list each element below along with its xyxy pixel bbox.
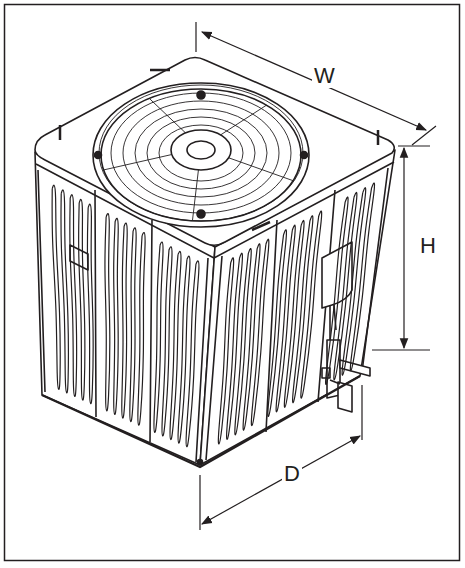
frame-border	[5, 5, 460, 561]
grille-ring	[135, 109, 267, 197]
dimension-label: D	[282, 462, 302, 486]
fan-hub	[187, 141, 215, 159]
grille-ring	[147, 117, 255, 189]
fan-guard	[101, 89, 301, 221]
louver-slot	[342, 188, 366, 376]
louver-slot	[326, 197, 348, 384]
extension-line	[200, 385, 362, 530]
dimension-label: H	[418, 234, 438, 258]
fan-spoke	[149, 98, 185, 132]
louver-slot	[130, 228, 136, 422]
grille-ring	[159, 125, 243, 181]
louver-slot	[138, 233, 145, 426]
top-face	[35, 58, 394, 246]
grille-ring	[123, 101, 279, 205]
fan-spoke	[221, 105, 267, 135]
grille-ring	[111, 93, 291, 213]
louver-slot	[186, 261, 199, 447]
louver-slot	[61, 190, 68, 393]
grille-bolts	[95, 91, 308, 218]
louver-slot	[154, 242, 163, 432]
louver-slot	[70, 195, 77, 397]
louver-slots	[52, 183, 374, 447]
fan-spoke	[229, 158, 293, 181]
extension-line	[196, 22, 436, 145]
louver-slot	[87, 204, 93, 404]
screw	[198, 460, 203, 465]
louver-slot	[79, 199, 85, 400]
louver-slot	[251, 239, 268, 425]
corner-post	[196, 256, 222, 462]
dimension-arrow	[202, 32, 426, 130]
condenser-unit	[35, 58, 395, 468]
louver-slot	[301, 211, 322, 398]
louver-slot	[350, 183, 374, 371]
top-marks	[60, 70, 378, 230]
dimension-arrow	[403, 148, 404, 348]
louver-slot	[243, 244, 260, 430]
louver-slot	[105, 214, 110, 411]
grille-ring	[99, 85, 303, 221]
louver-slot	[122, 223, 127, 418]
grille-rings	[99, 85, 303, 221]
louver-slot	[334, 192, 357, 379]
louver-slot	[52, 185, 60, 389]
dimension-label: W	[312, 64, 337, 88]
dimension-arrow	[202, 436, 360, 524]
louver-slot	[227, 253, 243, 439]
fan-guard	[93, 83, 309, 227]
fan-spoke	[104, 155, 172, 170]
louver-slot	[114, 218, 119, 414]
louver-slot	[162, 247, 172, 436]
fan-hub	[171, 130, 231, 170]
louver-slot	[235, 249, 251, 435]
panel-divider	[95, 190, 152, 442]
dimension-lines	[196, 22, 436, 530]
